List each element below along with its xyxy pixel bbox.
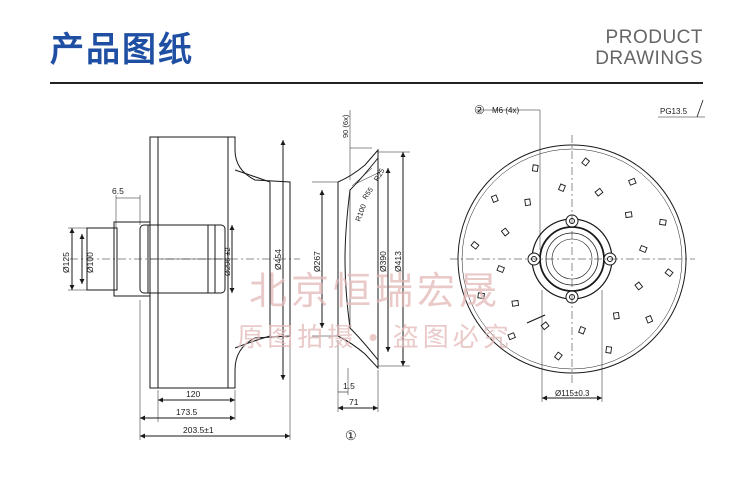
blade-mark <box>577 325 587 335</box>
blade-mark <box>496 264 506 274</box>
dim-120: 120 <box>186 389 200 399</box>
dim-1-5: 1.5 <box>343 381 355 391</box>
blade-mark <box>531 164 539 172</box>
front-view-labels: ② M6 (4x) PG13.5 Ø115±0.3 <box>474 103 688 398</box>
front-view <box>450 99 705 402</box>
blade-mark <box>638 244 648 254</box>
blade-mark <box>659 218 667 226</box>
blade-mark <box>470 240 480 250</box>
dim-r55: R55 <box>362 187 375 202</box>
section-view <box>312 110 410 412</box>
blade-mark <box>664 268 674 278</box>
dim-125: Ø125 <box>61 252 71 273</box>
blade-mark <box>605 346 613 354</box>
dim-413: Ø413 <box>393 251 403 272</box>
watermark: 北京恒瑞宏晟 原图拍摄 • 盗图必究 <box>237 271 513 352</box>
dim-454: Ø454 <box>273 249 283 270</box>
blade-mark <box>634 281 644 291</box>
dim-r100: R100 <box>353 203 368 223</box>
blade-mark <box>612 311 620 320</box>
pg-label: PG13.5 <box>660 107 688 116</box>
watermark-line-2: 原图拍摄 • 盗图必究 <box>237 322 513 352</box>
dim-390: Ø390 <box>378 251 388 272</box>
callout-2: ② <box>474 103 485 117</box>
blade-mark <box>557 183 567 193</box>
blade-mark <box>500 227 510 237</box>
dim-6-5: 6.5 <box>112 186 124 196</box>
impeller-outline <box>149 136 291 389</box>
dim-r25: R25 <box>372 167 387 183</box>
header-divider <box>50 82 703 84</box>
dim-100: Ø100 <box>85 252 95 273</box>
blade-mark <box>594 187 604 197</box>
dim-173-5: 173.5 <box>176 407 198 417</box>
blade-mark <box>511 299 520 307</box>
dim-90: 90 (6x) <box>341 114 350 138</box>
dim-115: Ø115±0.3 <box>555 389 590 398</box>
blade-mark <box>628 177 637 186</box>
blade-mark <box>524 198 532 207</box>
side-view-labels: 6.5 Ø125 Ø100 Ø296 ±2 Ø454 120 173.5 203… <box>61 186 283 435</box>
dim-267: Ø267 <box>312 251 322 272</box>
watermark-line-1: 北京恒瑞宏晟 <box>249 271 501 313</box>
page-subtitle: PRODUCT DRAWINGS <box>595 27 703 69</box>
page-title: 产品图纸 <box>50 30 194 70</box>
blade-mark <box>490 194 499 203</box>
subtitle-line-1: PRODUCT <box>605 27 703 48</box>
blade-mark <box>477 292 485 300</box>
blade-mark <box>507 332 516 341</box>
blade-mark <box>581 157 591 167</box>
dim-296: Ø296 ±2 <box>223 247 232 276</box>
blade-mark <box>645 315 654 324</box>
side-view <box>68 136 300 440</box>
blade-array <box>470 157 674 361</box>
subtitle-line-2: DRAWINGS <box>595 48 703 69</box>
blade-mark <box>624 211 633 219</box>
dim-203-5: 203.5±1 <box>183 425 214 435</box>
blade-mark <box>553 351 563 361</box>
callout-1: ① <box>345 428 357 443</box>
technical-drawing: 6.5 Ø125 Ø100 Ø296 ±2 Ø454 120 173.5 203… <box>0 90 750 485</box>
drawing-canvas: 6.5 Ø125 Ø100 Ø296 ±2 Ø454 120 173.5 203… <box>61 99 705 443</box>
page-header: 产品图纸 PRODUCT DRAWINGS <box>0 0 750 90</box>
dim-71: 71 <box>349 397 359 407</box>
m6-label: M6 (4x) <box>492 106 519 115</box>
blade-mark <box>540 321 550 331</box>
